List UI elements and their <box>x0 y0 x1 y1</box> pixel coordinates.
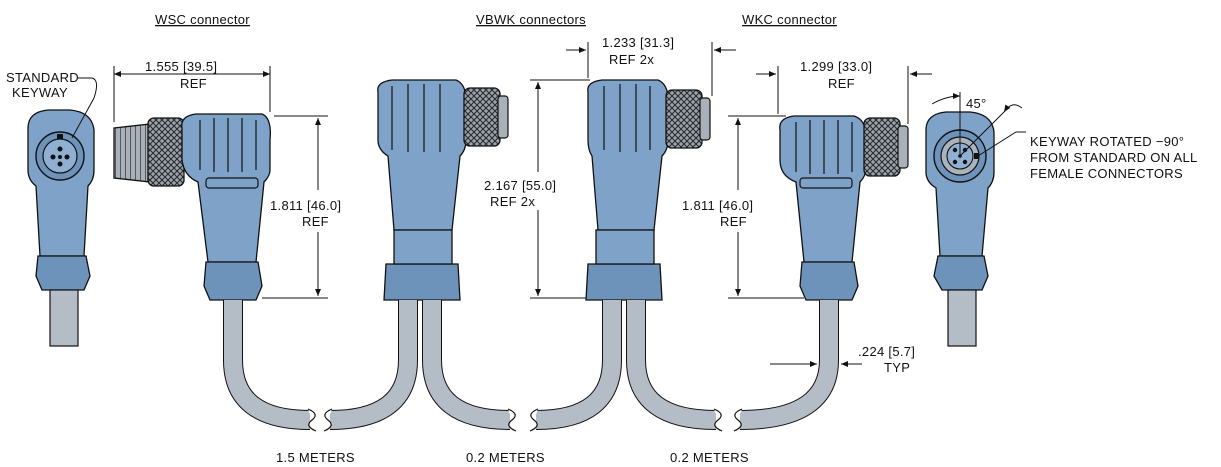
vbwk-right-connector <box>585 79 711 301</box>
label-standard-keyway-2: KEYWAY <box>12 85 68 100</box>
wsc-cable <box>223 300 317 432</box>
angle-label: 45° <box>966 96 987 111</box>
wkc-length-ref: REF <box>828 76 855 91</box>
wkc-length-value: 1.299 [33.0] <box>800 59 872 74</box>
angle-line-diagonal <box>959 109 1007 157</box>
cable-length-wsc: 1.5 METERS <box>276 450 355 465</box>
header-wkc-connector: WKC connector <box>742 12 837 27</box>
vbwk-cables <box>323 300 723 432</box>
wsc-length-ref: REF <box>180 76 207 91</box>
cable-dia-value: .224 [5.7] <box>858 344 915 359</box>
wkc-side-view <box>779 115 909 301</box>
header-wsc-connector: WSC connector <box>155 12 250 27</box>
angle-arc-left <box>931 93 961 105</box>
keyway-note-leader <box>977 131 1026 157</box>
cable-length-vbwk: 0.2 METERS <box>466 450 545 465</box>
keyway-note-line-2: FROM STANDARD ON ALL <box>1030 150 1198 165</box>
wkc-height-ref: REF <box>720 214 747 229</box>
vbwk-left-connector <box>377 79 509 301</box>
cable-dia-typ: TYP <box>884 360 910 375</box>
vbwk-width-ref: REF 2x <box>609 52 654 67</box>
wkc-cable <box>733 300 839 432</box>
keyway-note-line-3: FEMALE CONNECTORS <box>1030 166 1183 181</box>
wsc-height-ref: REF <box>302 214 329 229</box>
vbwk-width-value: 1.233 [31.3] <box>602 35 674 50</box>
angle-arc-right <box>1003 104 1023 113</box>
cable-length-wkc: 0.2 METERS <box>670 450 749 465</box>
wsc-length-value: 1.555 [39.5] <box>145 59 217 74</box>
wsc-end-view <box>27 109 95 347</box>
keyway-note-line-1: KEYWAY ROTATED −90° <box>1030 134 1184 149</box>
label-standard-keyway-1: STANDARD <box>6 70 79 85</box>
wsc-height-value: 1.811 [46.0] <box>270 198 341 213</box>
vbwk-height-ref: REF 2x <box>490 194 535 209</box>
vbwk-height-value: 2.167 [55.0] <box>484 178 556 193</box>
wkc-height-value: 1.811 [46.0] <box>682 198 753 213</box>
standard-keyway-leader <box>71 77 98 139</box>
wsc-side-view <box>113 113 271 301</box>
header-vbwk-connectors: VBWK connectors <box>476 12 586 27</box>
